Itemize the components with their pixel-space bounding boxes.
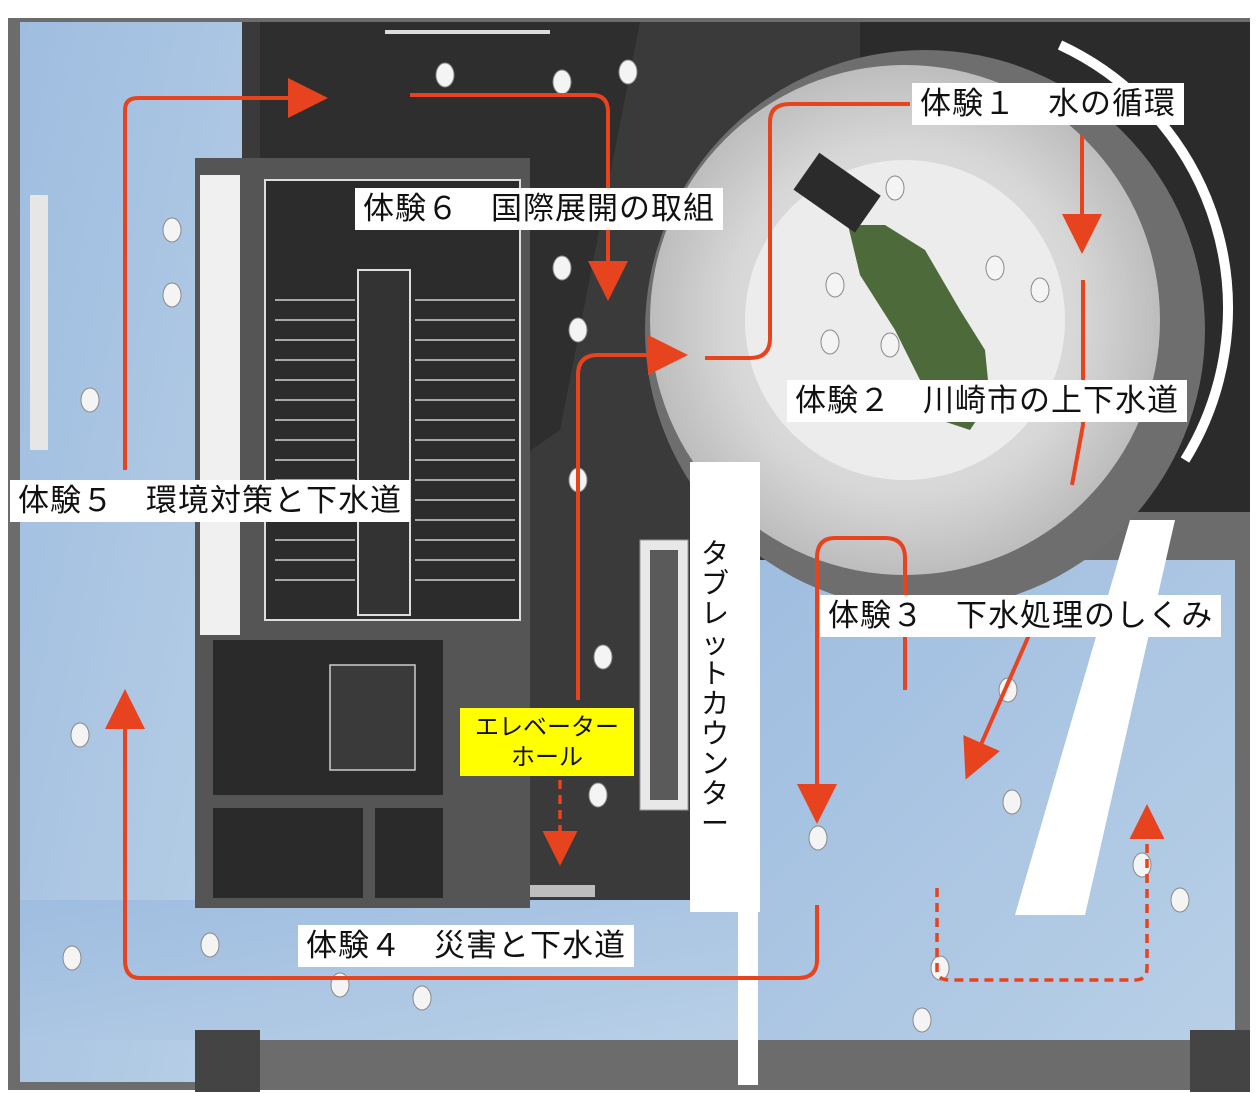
label-elevator-line1: エレベーター: [475, 713, 619, 741]
label-tablet-counter: タ ブ レ ッ ト カ ウ ン タ ー: [697, 533, 733, 845]
visitor-figure: [825, 272, 845, 298]
bottom-blue-floor: [20, 900, 760, 1040]
visitor-figure: [885, 175, 905, 201]
label-elevator-line2: ホール: [511, 743, 583, 771]
visitor-figure: [588, 782, 608, 808]
partition-wall: [738, 900, 758, 1085]
route-arrow-bottom-loop: [105, 689, 819, 980]
visitor-figure: [162, 282, 182, 308]
pillar-bottom-right: [1190, 1030, 1250, 1092]
visitor-figure: [593, 644, 613, 670]
service-room-a: [213, 808, 363, 898]
service-room-b: [375, 808, 443, 898]
visitor-figure: [880, 332, 900, 358]
dashed-arrow-right-loop: [935, 804, 1165, 982]
visitor-figure: [435, 62, 455, 88]
visitor-figure: [70, 722, 90, 748]
label-exp4: 体験４ 災害と下水道: [298, 925, 634, 967]
stair-treads: [275, 299, 515, 581]
visitor-figure: [412, 985, 432, 1011]
kawasaki-map-model: [848, 225, 990, 430]
circle-display-screen: [793, 152, 881, 233]
visitor-figure: [162, 217, 182, 243]
route-arrow-exp3-loop: [797, 536, 907, 824]
label-exp6: 体験６ 国際展開の取組: [355, 188, 723, 230]
visitor-figure: [1030, 277, 1050, 303]
visitor-figure: [985, 255, 1005, 281]
route-arrow-top-left: [123, 78, 328, 470]
visitor-figure: [930, 955, 950, 981]
visitor-figure: [1002, 789, 1022, 815]
visitor-figure: [820, 329, 840, 355]
visitor-figure: [1170, 887, 1190, 913]
core-white-edge: [200, 175, 240, 635]
dashed-route-arrows: [542, 780, 1165, 982]
door-mark: [530, 885, 595, 897]
route-arrow-exp2-to-exp3: [1070, 280, 1085, 486]
visitor-figure: [200, 932, 220, 958]
tablet-counter-text: タ ブ レ ッ ト カ ウ ン タ ー: [700, 537, 729, 840]
visitor-figure: [618, 59, 638, 85]
label-exp1: 体験１ 水の循環: [912, 83, 1184, 125]
pillar-bottom-left: [195, 1030, 260, 1092]
label-elevator-hall: エレベーター ホール: [460, 708, 634, 776]
left-wall-panel: [30, 195, 48, 450]
label-exp3: 体験３ 下水処理のしくみ: [820, 595, 1222, 637]
visitor-figure: [80, 387, 100, 413]
visitor-figure: [808, 825, 828, 851]
route-arrow-top-center: [410, 93, 628, 301]
visitor-figure: [552, 69, 572, 95]
visitor-figure: [62, 945, 82, 971]
visitor-figure: [912, 1007, 932, 1033]
elevator-car: [329, 664, 416, 771]
route-arrow-elevator-up: [576, 335, 688, 700]
label-exp2: 体験２ 川崎市の上下水道: [787, 380, 1187, 422]
tablet-counter-screens: [650, 550, 678, 800]
visitor-figures: [62, 59, 1190, 1033]
visitor-figure: [568, 317, 588, 343]
ceiling-strip: [385, 30, 550, 34]
visitor-figure: [552, 255, 572, 281]
route-arrow-to-circle: [705, 102, 910, 360]
label-exp5: 体験５ 環境対策と下水道: [10, 480, 410, 522]
route-arrows: [105, 78, 1102, 980]
stair-landing: [357, 269, 411, 616]
